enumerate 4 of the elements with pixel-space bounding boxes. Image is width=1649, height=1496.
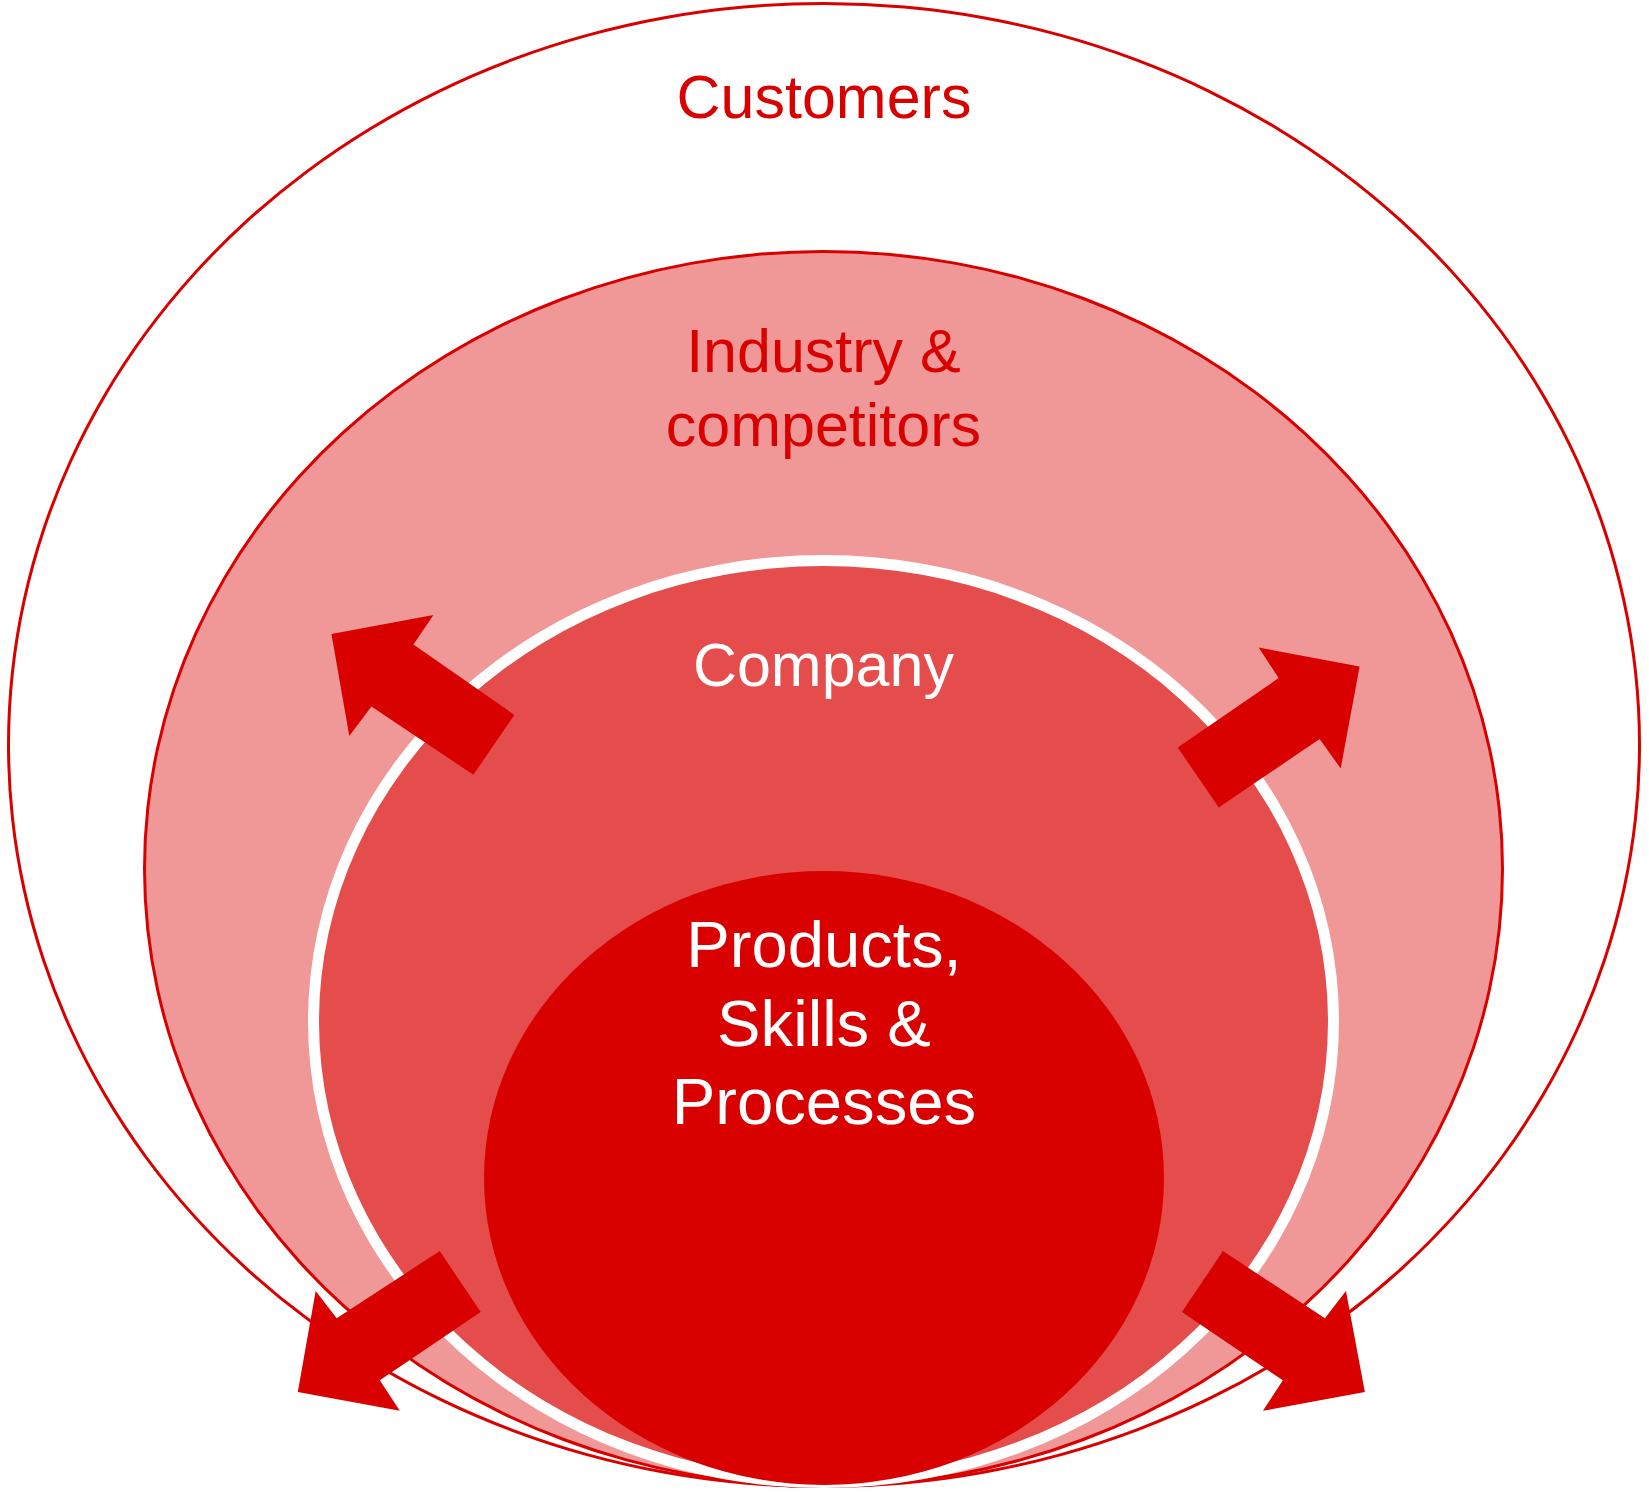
ellipse-label: Customers [675, 62, 973, 133]
ellipse-label: Industry & competitors [664, 316, 982, 461]
ellipse-label: Products, Skills & Processes [670, 907, 978, 1140]
ellipse-label: Company [691, 629, 955, 701]
